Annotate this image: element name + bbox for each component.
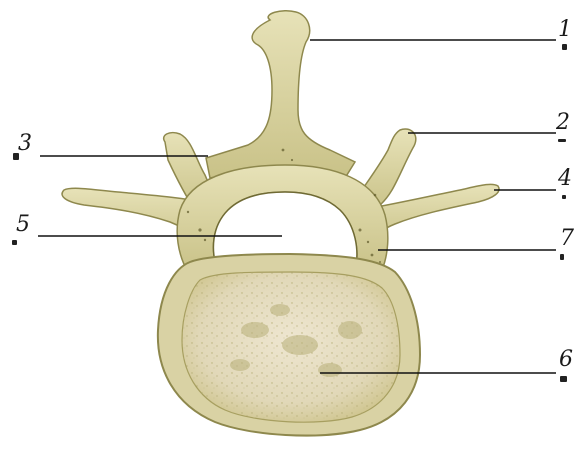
label-7-marker	[560, 254, 564, 260]
label-5-marker	[12, 240, 17, 245]
label-1-marker	[562, 44, 567, 50]
label-4-marker	[562, 195, 566, 199]
label-6-marker	[560, 376, 567, 382]
label-2-marker	[558, 139, 566, 142]
label-6: 6	[559, 349, 573, 371]
label-2: 2	[556, 112, 570, 134]
label-4: 4	[558, 168, 572, 190]
label-3-marker	[13, 153, 19, 160]
label-7: 7	[560, 228, 574, 250]
label-3: 3	[18, 133, 32, 155]
label-5: 5	[16, 214, 30, 236]
label-1: 1	[558, 19, 572, 41]
